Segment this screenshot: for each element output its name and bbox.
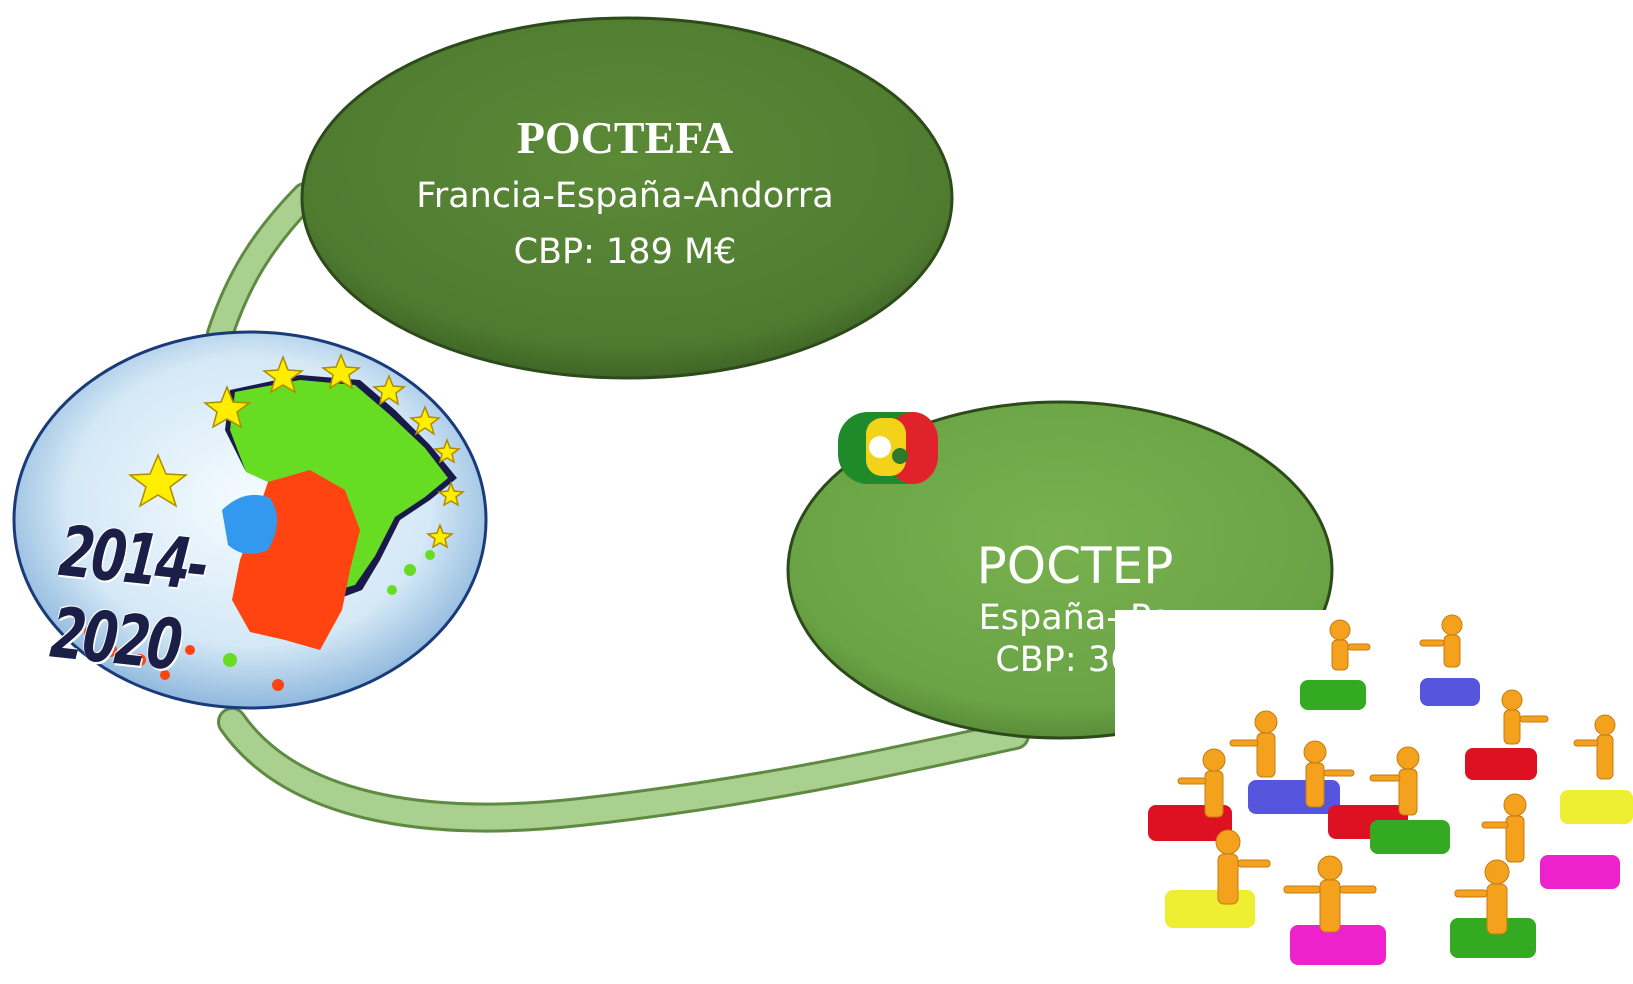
poctefa-text: POCTEFA Francia-España-Andorra CBP: 189 … [330,108,920,280]
poctep-title: POCTEP [976,537,1174,595]
portugal-spain-flag-icon [838,412,938,484]
spain-map-logo [12,330,488,710]
orange-people [1177,614,1616,935]
puzzle-teamwork-clipart [1115,610,1633,984]
logo-years-text: 2014-2020 [46,510,210,687]
poctefa-budget: CBP: 189 M€ [513,232,737,272]
poctep-countries: España- Po [978,598,1172,638]
poctefa-oval [300,16,954,380]
poctep-text: POCTEP España- Po CBP: 366 [840,535,1310,681]
poctefa-title: POCTEFA [516,112,734,163]
puzzle-pieces [1148,678,1633,965]
poctefa-countries: Francia-España-Andorra [416,176,834,216]
connector-ring [206,182,1030,833]
poctep-budget: CBP: 366 [995,640,1155,680]
